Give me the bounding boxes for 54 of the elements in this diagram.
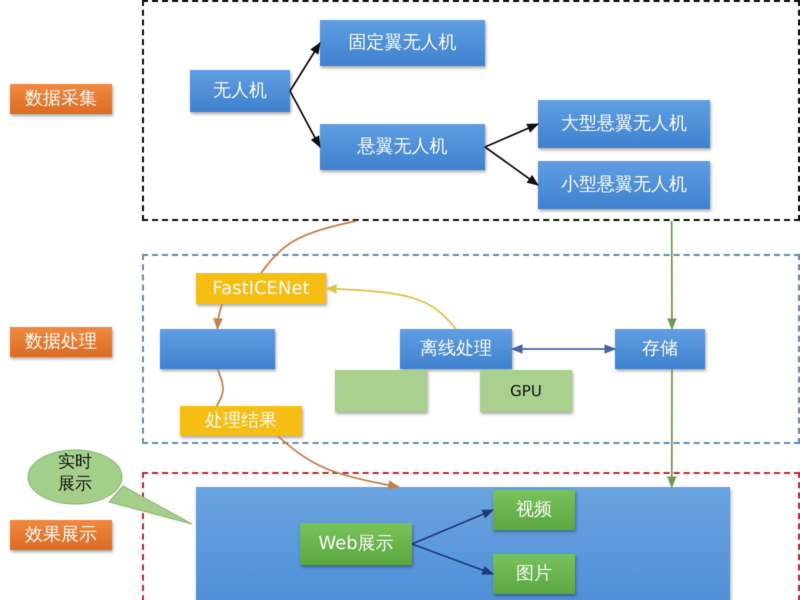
process-box — [320, 124, 485, 170]
node-label: 悬翼无人机 — [358, 136, 448, 158]
section-tag — [10, 327, 112, 357]
node-label: 效果展示 — [25, 524, 97, 546]
node-label: 大型悬翼无人机 — [561, 113, 687, 135]
model-box — [196, 273, 326, 304]
connector-line — [216, 368, 224, 406]
process-box — [615, 329, 705, 369]
speech-bubble — [27, 448, 193, 526]
node-label: 离线处理 — [420, 338, 492, 360]
node-label: Web展示 — [318, 533, 394, 555]
node-label: 存储 — [642, 338, 678, 360]
arrow — [667, 369, 677, 488]
arrow — [213, 304, 223, 330]
process-box — [320, 20, 485, 66]
arrow — [324, 284, 457, 330]
arrow — [510, 344, 616, 354]
section-tag — [10, 520, 112, 550]
node-label: 视频 — [516, 499, 552, 521]
process-box — [190, 70, 290, 112]
node-label: FastICENet — [212, 278, 310, 300]
node-label: 小型悬翼无人机 — [561, 174, 687, 196]
process-box — [400, 329, 512, 369]
arrow — [412, 543, 494, 575]
process-box — [493, 554, 575, 594]
arrow — [277, 435, 400, 490]
dashed-region — [142, 472, 800, 600]
tool-box — [335, 370, 427, 412]
section-tag — [10, 84, 112, 114]
tool-box — [480, 370, 572, 412]
process-box — [300, 523, 412, 565]
arrow — [484, 123, 540, 148]
node-label: 处理结果 — [205, 410, 277, 432]
process-box — [538, 100, 710, 148]
arrow — [289, 90, 321, 148]
node-label: 图片 — [516, 563, 552, 585]
dashed-region — [142, 0, 800, 221]
process-box — [160, 329, 275, 369]
node-label: 数据处理 — [25, 331, 97, 353]
arrow — [667, 221, 677, 330]
arrow — [484, 146, 539, 186]
arrow — [289, 42, 321, 92]
process-box — [538, 161, 710, 209]
dashed-region — [142, 254, 800, 444]
display-panel — [196, 487, 730, 600]
bubble-text: 实时展示 — [57, 451, 93, 496]
node-label: 无人机 — [213, 80, 267, 102]
process-box — [493, 490, 575, 530]
arrow — [412, 509, 494, 545]
node-label: GPU — [510, 382, 542, 400]
node-label: 固定翼无人机 — [348, 32, 456, 54]
node-label: 数据采集 — [25, 88, 97, 110]
result-box — [180, 406, 302, 436]
connector-line — [260, 220, 356, 274]
